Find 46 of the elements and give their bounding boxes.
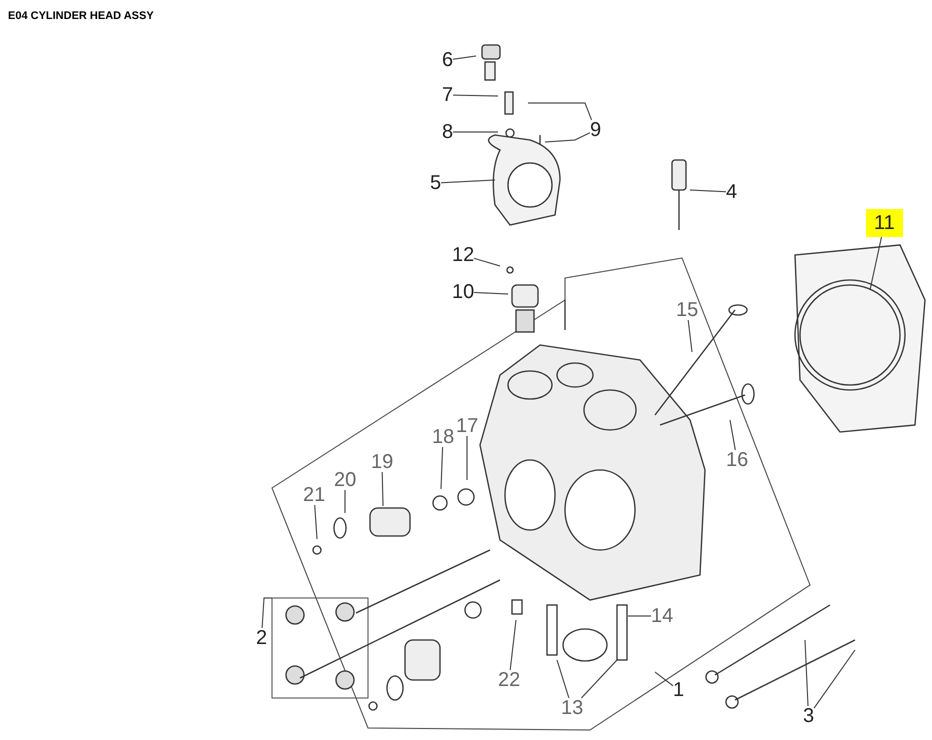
- leader-line: [466, 436, 468, 480]
- callout-number: 20: [334, 470, 356, 490]
- callout-number: 5: [430, 173, 442, 193]
- leader-line: [452, 56, 476, 60]
- leader-line: [440, 446, 444, 490]
- callout-number: 11: [866, 209, 903, 237]
- leader-line: [804, 640, 808, 706]
- leader-line: [474, 292, 508, 294]
- callout-number: 13: [561, 698, 584, 718]
- callout-number: 12: [452, 245, 474, 265]
- leader-line: [382, 472, 384, 506]
- leader-line: [440, 180, 496, 184]
- leader-line: [452, 94, 498, 96]
- callout-number: 21: [303, 485, 326, 505]
- leader-line: [688, 320, 692, 352]
- callout-number: 16: [726, 450, 748, 470]
- leader-line: [510, 620, 516, 670]
- leader-line: [690, 190, 726, 192]
- callout-number: 8: [442, 122, 454, 142]
- callout-number: 15: [676, 300, 698, 320]
- callout-number: 18: [432, 427, 454, 447]
- callout-number: 19: [371, 452, 394, 472]
- callout-number: 4: [726, 182, 738, 202]
- callout-number: 2: [256, 628, 268, 648]
- leader-line: [730, 420, 736, 450]
- callout-number: 22: [498, 670, 520, 690]
- leader-line: [474, 258, 500, 266]
- callout-number: 6: [442, 50, 454, 70]
- callout-number: 10: [452, 282, 474, 302]
- leader-line: [314, 504, 318, 540]
- leader-line: [262, 598, 272, 628]
- callout-number: 14: [651, 606, 674, 626]
- leader-line: [344, 490, 346, 514]
- callout-number: 3: [803, 706, 814, 726]
- leader-line: [580, 660, 618, 698]
- leader-line: [528, 102, 592, 120]
- leader-line: [654, 672, 674, 686]
- leader-line: [556, 660, 570, 698]
- callout-number: 1: [673, 680, 684, 700]
- leader-line: [814, 650, 856, 709]
- diagram-title: E04 CYLINDER HEAD ASSY: [8, 10, 154, 22]
- callout-number: 17: [456, 416, 478, 436]
- leader-line: [544, 132, 590, 142]
- callout-number: 9: [590, 120, 602, 140]
- callout-number: 7: [442, 85, 454, 105]
- leader-line: [870, 236, 882, 290]
